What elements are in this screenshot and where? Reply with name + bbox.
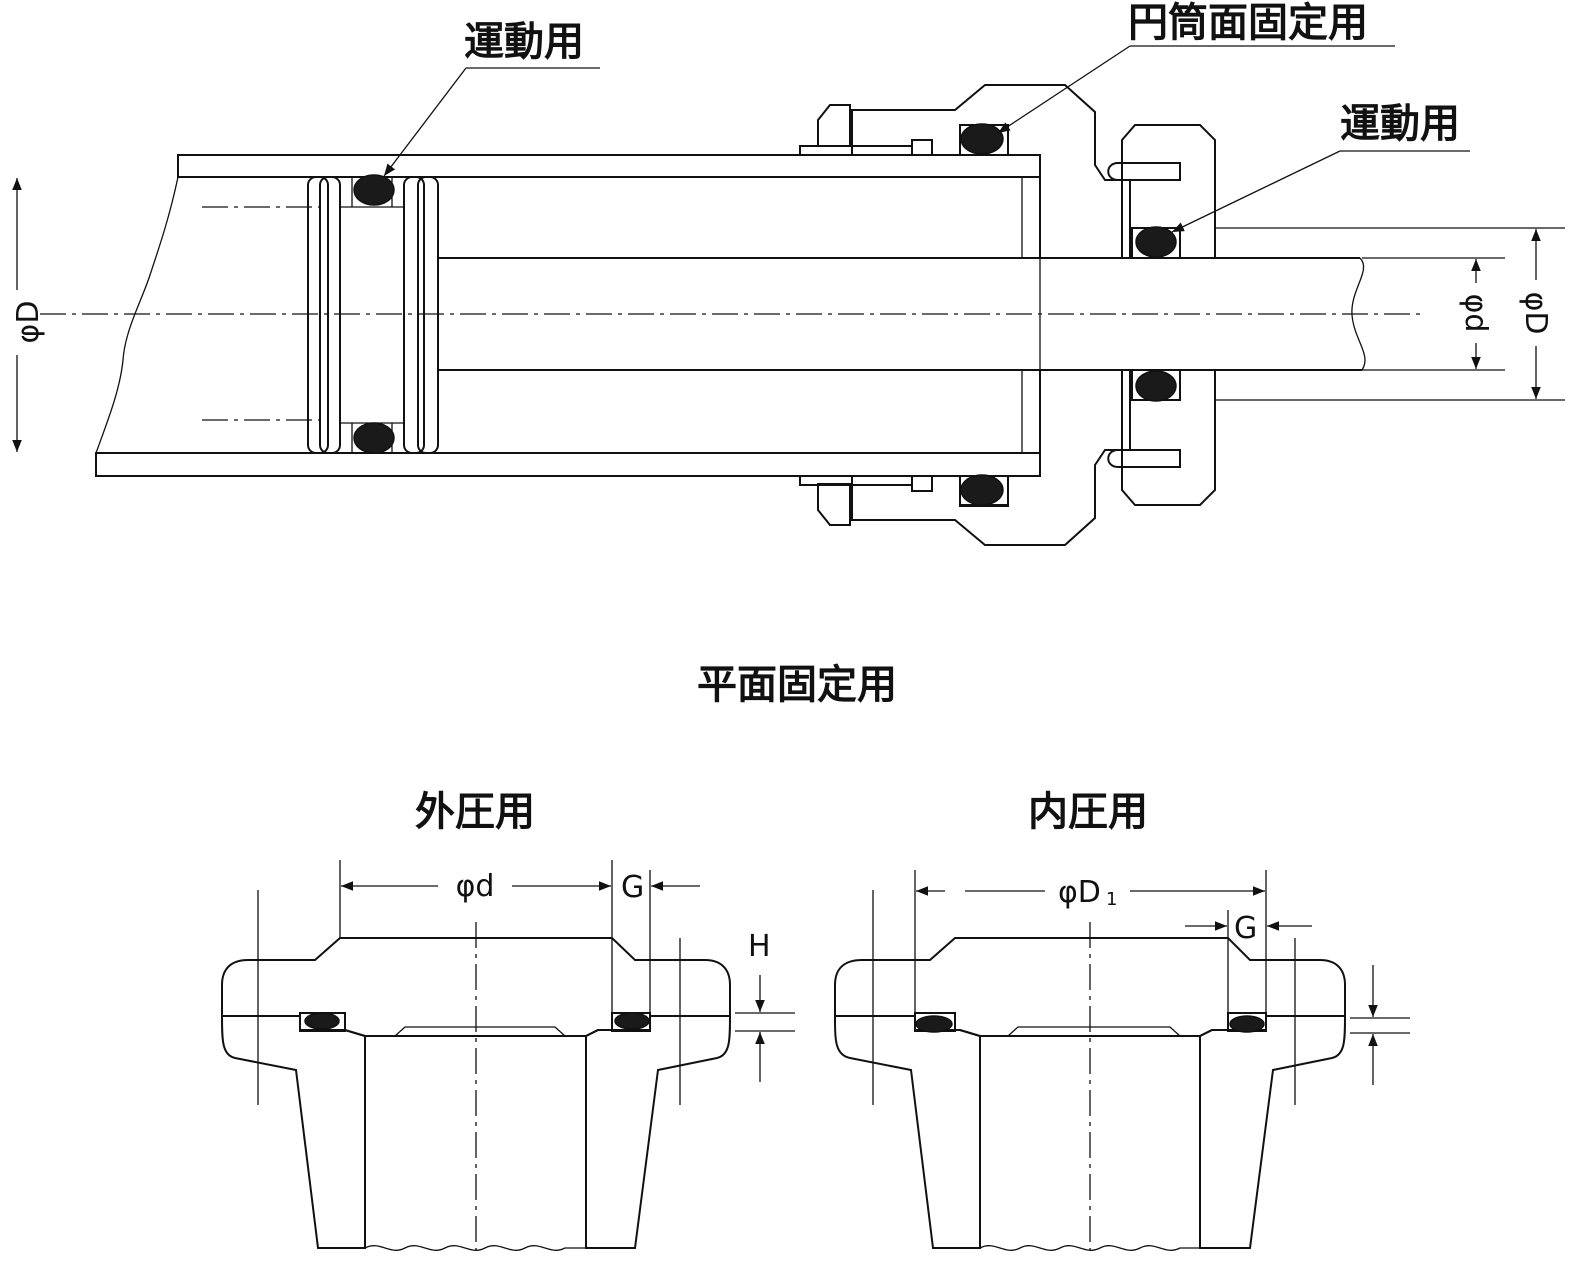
o-ring-static-top [960, 123, 1004, 155]
cylinder-wall-bottom [95, 452, 1041, 477]
o-ring-ext-right [614, 1012, 650, 1030]
dim-ext-gap: G [621, 870, 644, 905]
dim-int-diameter: φD [1058, 875, 1101, 910]
dim-ext-height: H [748, 929, 771, 964]
o-ring-piston-top [353, 174, 395, 206]
dim-ext-diameter: φd [456, 869, 495, 904]
o-ring-static-bottom [960, 474, 1004, 506]
label-piston-seal: 運動用 [464, 19, 584, 65]
o-ring-rod-bottom [1135, 370, 1177, 402]
dim-bore-left: φD [11, 301, 46, 344]
external-pressure-flange: φd G H [220, 860, 795, 1251]
lock-nut-bottom [817, 483, 851, 526]
dim-int-gap: G [1234, 911, 1257, 946]
label-cylinder-static: 円筒面固定用 [1128, 0, 1368, 46]
o-ring-ext-left [304, 1012, 340, 1030]
o-ring-piston-bottom [353, 422, 395, 454]
rod-cover-top [851, 84, 1131, 259]
title-internal-pressure: 内圧用 [1028, 789, 1148, 835]
tube-break-line [95, 176, 179, 454]
piston [307, 174, 439, 454]
dim-int-diameter-subscript: 1 [1106, 889, 1117, 910]
dim-rod: φd [1458, 294, 1493, 333]
o-ring-rod-top [1135, 226, 1177, 258]
cylinder-wall-top [177, 154, 1041, 178]
title-flat-face-static: 平面固定用 [697, 662, 897, 708]
title-external-pressure: 外圧用 [415, 789, 535, 835]
lock-nut-top [817, 104, 851, 147]
rod-cover-bottom [851, 369, 1131, 546]
o-ring-int-right [1229, 1015, 1265, 1033]
label-rod-seal: 運動用 [1340, 101, 1460, 147]
o-ring-int-left [915, 1015, 953, 1033]
internal-pressure-flange: φD 1 G [833, 870, 1410, 1251]
dim-bore-right: φD [1518, 292, 1553, 335]
cylinder-assembly: 運動用 円筒面固定用 運動用 φD φd φD [11, 0, 1565, 546]
